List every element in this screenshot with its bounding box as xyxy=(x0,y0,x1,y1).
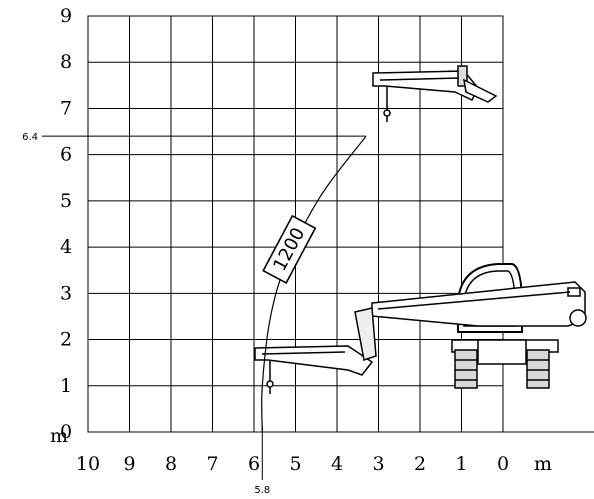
x-tick-label: 3 xyxy=(372,453,384,475)
y-tick-label: 6 xyxy=(60,144,72,166)
x-tick-label: 5 xyxy=(289,453,301,475)
x-axis-unit: m xyxy=(534,453,552,475)
y-marker-label: 6.4 xyxy=(22,132,38,143)
load-label-tag: 1200 xyxy=(262,214,317,284)
x-tick-label: 0 xyxy=(497,453,509,475)
y-tick-label: 4 xyxy=(60,236,72,258)
load-curve-1200 xyxy=(261,135,367,433)
boom-retracted-illustration xyxy=(254,307,377,394)
y-tick-label: 9 xyxy=(60,5,72,27)
x-tick-label: 2 xyxy=(414,453,426,475)
x-tick-label: 9 xyxy=(123,453,135,475)
x-tick-label: 10 xyxy=(76,453,100,475)
boom-extended-illustration xyxy=(372,65,498,122)
x-tick-label: 1 xyxy=(455,453,467,475)
y-tick-label: 8 xyxy=(60,51,72,73)
telehandler-illustration xyxy=(371,263,587,389)
y-tick-label: 0 xyxy=(60,421,72,443)
x-tick-label: 7 xyxy=(206,453,218,475)
y-tick-label: 1 xyxy=(60,375,72,397)
y-tick-label: 5 xyxy=(60,190,72,212)
y-tick-label: 3 xyxy=(60,282,72,304)
x-tick-label: 6 xyxy=(248,453,260,475)
x-tick-label: 4 xyxy=(331,453,343,475)
x-tick-label: 8 xyxy=(165,453,177,475)
y-axis-ticks: 0 1 2 3 4 5 6 7 8 9 xyxy=(60,5,72,443)
y-tick-label: 7 xyxy=(60,97,72,119)
y-axis-unit: m xyxy=(50,425,68,447)
x-marker-label: 5.8 xyxy=(254,485,270,496)
y-tick-label: 2 xyxy=(60,329,72,351)
